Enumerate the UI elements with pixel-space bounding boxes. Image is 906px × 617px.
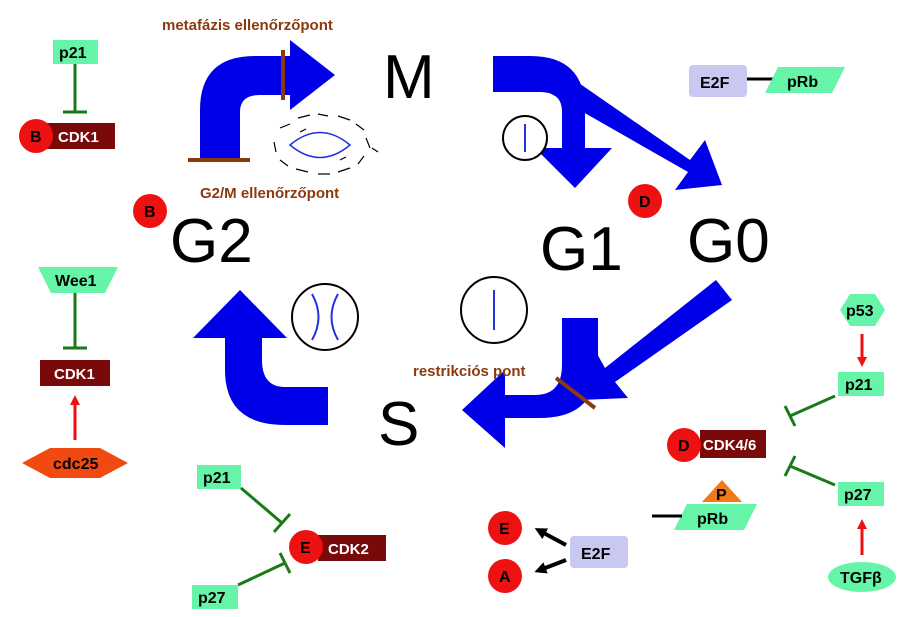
tgfb-shape [828, 562, 896, 592]
p27-label-right: p27 [844, 487, 872, 504]
p27-box-right [838, 482, 884, 506]
activation-e2f-cyclin-a [534, 558, 567, 574]
cdc25-shape [22, 448, 128, 478]
cyclin-e-cdk2 [289, 530, 323, 564]
arrow-g2-to-m [200, 40, 335, 162]
p21-label-right: p21 [845, 377, 873, 394]
prb-shape-bottom [674, 504, 757, 530]
activation-e2f-cyclin-e [534, 528, 567, 547]
arrow-g0-to-s [580, 280, 732, 400]
phase-m: M [383, 43, 435, 112]
p27-box-bottom [192, 585, 238, 609]
p21-label-bottom: p21 [203, 470, 231, 487]
cyclin-e-label-cdk2: E [300, 540, 311, 557]
restriction-point-label: restrikciós pont [413, 363, 526, 380]
phosphate-label: P [716, 487, 727, 504]
wee1-label: Wee1 [55, 273, 97, 290]
metaphase-checkpoint-label: metafázis ellenőrzőpont [162, 17, 333, 34]
cyclin-e-bottom [488, 511, 522, 545]
e2f-label-bottom: E2F [581, 546, 611, 563]
p21-box-right [838, 372, 884, 396]
cdk46-label: CDK4/6 [703, 437, 756, 454]
cyclin-a-label-bottom: A [499, 569, 511, 586]
cyclin-d-label-g0: D [639, 194, 651, 211]
e2f-box-top [689, 65, 747, 97]
e2f-label-top: E2F [700, 75, 730, 92]
cdk1-label-left: CDK1 [54, 366, 95, 383]
chromosome-after-mitosis-icon [502, 115, 548, 161]
p27-label-bottom: p27 [198, 590, 226, 607]
single-chromatid-icon [460, 276, 528, 344]
cyclin-b-g2 [133, 194, 167, 228]
p21-box-bottom [197, 465, 241, 489]
inhibition-p21-cdk46 [789, 394, 836, 418]
cyclin-a-bottom [488, 559, 522, 593]
inhibition-p27-cdk2 [237, 561, 286, 587]
inhibition-p27-cdk46 [789, 464, 836, 487]
phase-g2: G2 [170, 207, 253, 276]
cdk1-box-left [40, 360, 110, 386]
g2m-checkpoint-label: G2/M ellenőrzőpont [200, 185, 339, 202]
phase-s: S [378, 390, 419, 459]
arrow-g1-to-s [462, 318, 598, 448]
prb-shape-top [765, 67, 845, 93]
phosphate-shape [702, 480, 742, 502]
cyclin-d-g0 [628, 184, 662, 218]
wee1-shape [38, 267, 118, 293]
cyclin-e-label-bottom: E [499, 521, 510, 538]
cyclin-d-label-cdk46: D [678, 438, 690, 455]
prb-label-top: pRb [787, 74, 818, 91]
cdk1-box-top-left [43, 123, 115, 149]
inhibition-bar [783, 405, 797, 427]
cyclin-b-label-top-left: B [30, 129, 42, 146]
cdc25-label: cdc25 [53, 456, 98, 473]
phase-g0: G0 [687, 207, 770, 276]
inhibition-bar [272, 513, 292, 533]
arrow-m-to-g0 [548, 70, 722, 190]
p21-box-top-left [53, 40, 98, 64]
cdk46-box [700, 430, 766, 458]
mitotic-spindle-icon [273, 113, 379, 175]
phase-g1: G1 [540, 215, 623, 284]
restriction-point-marker [554, 376, 597, 410]
prb-label-bottom: pRb [697, 511, 728, 528]
p53-shape [840, 294, 885, 326]
cdk1-label-top-left: CDK1 [58, 129, 99, 146]
arrow-s-to-g2 [193, 290, 328, 425]
inhibition-bar [783, 455, 797, 477]
cdk2-label: CDK2 [328, 541, 369, 558]
tgfb-label: TGFβ [840, 570, 882, 587]
inhibition-p21-cdk2 [240, 486, 283, 525]
replicated-chromosome-icon [291, 283, 359, 351]
p21-label-top-left: p21 [59, 45, 87, 62]
cyclin-b-label-g2: B [144, 204, 156, 221]
cyclin-d-cdk46 [667, 428, 701, 462]
e2f-box-bottom [570, 536, 628, 568]
inhibition-bar [278, 552, 292, 574]
cyclin-b-top-left [19, 119, 53, 153]
p53-label: p53 [846, 303, 874, 320]
cdk2-box [318, 535, 386, 561]
